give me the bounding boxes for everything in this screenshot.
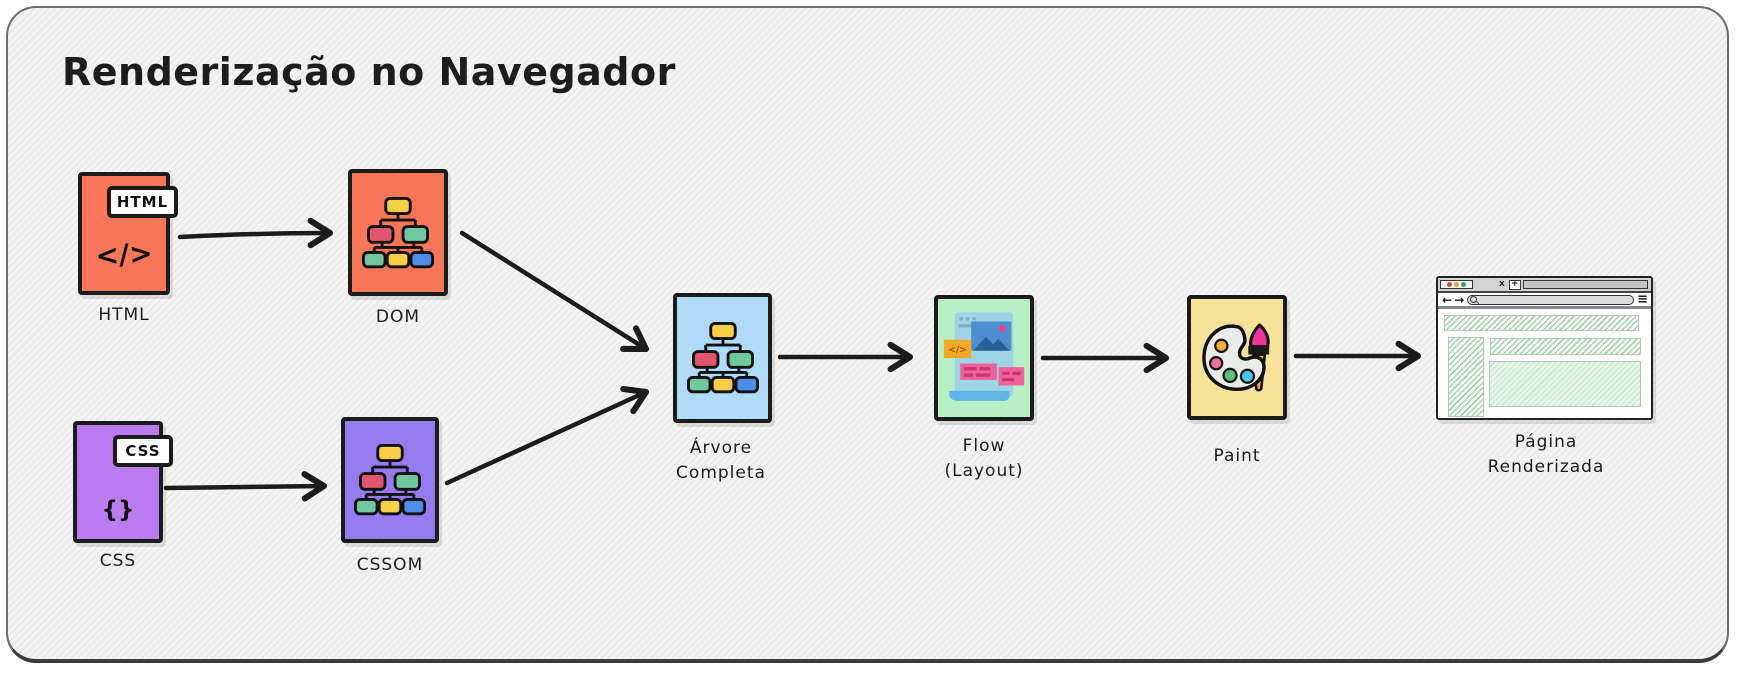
menu-icon: ≡ [1637,292,1648,307]
css-tab-label: CSS [125,442,161,460]
render-tree-caption: Árvore Completa [646,436,796,486]
search-icon [1470,296,1478,303]
new-tab-icon: + [1508,279,1521,290]
traffic-lights [1440,280,1473,289]
tab-strip [1522,280,1648,289]
page-topbar-block [1490,338,1641,355]
html-tab-label: HTML [116,193,169,211]
flow-code-glyph: </> [948,346,967,356]
cssom-card [341,417,439,543]
flow-card: </> [934,295,1034,421]
traffic-light-green [1461,282,1466,287]
browser-toolbar: ← → ≡ [1438,293,1651,309]
paint-caption: Paint [1213,446,1261,466]
rendered-page-browser: x + ← → ≡ [1436,276,1653,420]
code-tag-glyph: </> [94,236,154,273]
css-file-tab: CSS [113,435,173,467]
browser-titlebar: x + [1438,278,1651,293]
dom-caption: DOM [375,307,421,327]
rendered-page-caption-line1: Página [1514,432,1578,452]
traffic-light-red [1447,282,1452,287]
close-tab-icon: x [1499,279,1505,289]
cssom-caption: CSSOM [356,555,424,575]
paint-card [1187,295,1287,420]
css-file-caption: CSS [99,551,137,571]
page-main-block [1489,361,1641,407]
page-sidebar-block [1448,337,1484,417]
braces-glyph: {} [101,497,135,523]
dom-card [348,169,448,296]
flow-caption: Flow (Layout) [924,434,1044,484]
render-tree-caption-line1: Árvore [689,438,753,458]
address-bar [1467,294,1635,305]
traffic-light-orange [1454,282,1459,287]
html-file-tab: HTML [107,186,178,218]
rendered-page-caption: Página Renderizada [1441,430,1651,480]
back-icon: ← [1442,292,1453,307]
dom-tree-icon [362,196,434,268]
html-file-caption: HTML [98,305,150,325]
page-content [1438,312,1651,418]
flow-caption-line1: Flow [962,436,1006,456]
diagram-title: Renderização no Navegador [62,50,676,94]
rendered-page-caption-line2: Renderizada [1487,457,1605,477]
flow-caption-line2: (Layout) [944,461,1024,481]
page-header-block [1444,315,1639,331]
render-tree-card [673,293,772,423]
paint-palette-icon [1202,322,1270,391]
render-tree-icon [686,322,759,394]
forward-icon: → [1454,292,1465,307]
cssom-tree-icon [354,444,426,516]
layout-illustration: </> [943,312,1025,401]
render-tree-caption-line2: Completa [676,463,766,483]
